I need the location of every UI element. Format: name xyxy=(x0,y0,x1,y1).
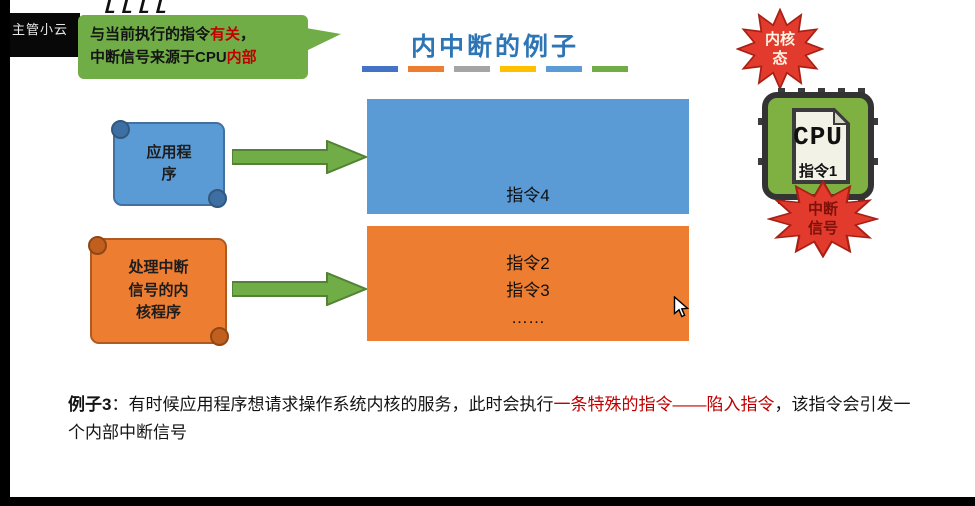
mouse-cursor-icon xyxy=(673,296,690,318)
slide-canvas: 主管小云 LLLL 与当前执行的指令有关， 中断信号来源于CPU内部 内中断的例… xyxy=(10,0,975,497)
kernel-instruction-box: 指令2 指令3 …… xyxy=(367,226,689,341)
ellipsis-label: …… xyxy=(511,308,545,327)
app-program-scroll: 应用程 序 xyxy=(111,120,227,208)
example-text: 例子3：有时候应用程序想请求操作系统内核的服务，此时会执行一条特殊的指令——陷入… xyxy=(68,395,911,442)
cpu-chip-graphic xyxy=(758,88,878,204)
dash-segment xyxy=(500,66,536,72)
kernel-mode-burst: 内核 态 xyxy=(736,8,824,90)
callout-line-2: 中断信号来源于CPU内部 xyxy=(90,48,257,66)
starburst-icon xyxy=(767,180,879,258)
dash-segment xyxy=(546,66,582,72)
dash-segment xyxy=(454,66,490,72)
watermark-text: 主管小云 xyxy=(12,22,69,37)
user-instruction-box: 指令4 xyxy=(367,99,689,214)
kernel-mode-label: 内核 态 xyxy=(764,31,795,67)
callout-highlight-1: 有关 xyxy=(210,26,241,43)
instruction-4-label: 指令4 xyxy=(506,186,550,205)
callout-line-1: 与当前执行的指令有关， xyxy=(90,26,256,43)
example-label: 例子3 xyxy=(68,395,112,414)
instruction-3-label: 指令3 xyxy=(506,281,550,300)
interrupt-signal-label: 中断 信号 xyxy=(807,201,838,237)
kernel-program-scroll: 处理中断 信号的内 核程序 xyxy=(88,236,229,346)
arrow-kernel-to-instruction-icon xyxy=(232,272,368,306)
instruction-2-label: 指令2 xyxy=(506,254,550,273)
callout-highlight-2: 内部 xyxy=(226,48,257,66)
interrupt-signal-burst: 中断 信号 xyxy=(767,180,879,258)
dash-segment xyxy=(362,66,398,72)
annotation-callout: 与当前执行的指令有关， 中断信号来源于CPU内部 xyxy=(78,15,341,79)
page-title: 内中断的例子 xyxy=(410,33,579,61)
arrow-app-to-instruction-icon xyxy=(232,140,368,174)
kernel-program-label: 处理中断 信号的内 核程序 xyxy=(128,259,189,322)
app-program-label: 应用程 序 xyxy=(146,143,192,184)
instruction-1-label: 指令1 xyxy=(798,163,838,180)
trap-instruction-highlight: 一条特殊的指令——陷入指令 xyxy=(553,395,775,414)
cpu-icon: CPU 指令1 xyxy=(758,88,878,204)
dash-segment xyxy=(408,66,444,72)
cpu-label: CPU xyxy=(793,122,843,152)
starburst-icon xyxy=(736,8,824,90)
watermark-overlay: 主管小云 xyxy=(10,13,80,57)
dash-segment xyxy=(592,66,628,72)
title-underline-dashes xyxy=(362,66,628,72)
